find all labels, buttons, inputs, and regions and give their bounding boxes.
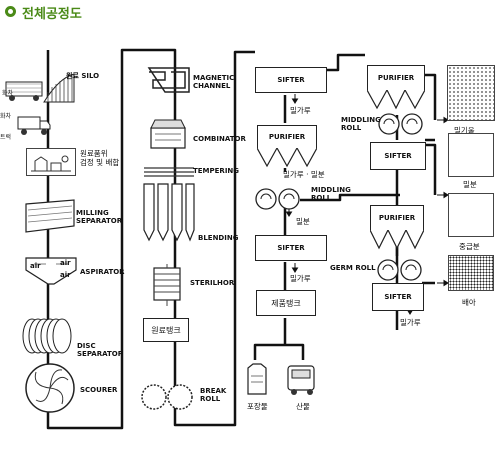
middling-roll-label-2: MIDDLING ROLL — [341, 116, 381, 132]
middling-roll-icon-1 — [255, 188, 300, 210]
disc-separator-label: DISC SEPARATOR — [77, 342, 124, 358]
tempering-icon — [144, 167, 194, 177]
break-roll-label: BREAK ROLL — [200, 387, 227, 403]
packaging-sack-icon — [247, 363, 267, 395]
page-title: 전체공정도 — [22, 7, 82, 22]
magnetic-channel-label: MAGNETIC CHANNEL — [193, 74, 235, 90]
disc-separator-icon — [22, 318, 72, 354]
sifter-box-2: SIFTER — [255, 235, 327, 261]
germ-swatch — [448, 255, 494, 291]
raw-inspection-illustration — [26, 148, 76, 176]
medium-bran-swatch — [448, 193, 494, 237]
packaging-label: 포장물 — [247, 402, 268, 411]
flour-legend-label: 밀기울 — [454, 126, 475, 135]
freight-car-label: 화차 — [2, 90, 14, 97]
aspirator-icon — [25, 257, 77, 285]
germ-legend-label: 배아 — [462, 298, 476, 307]
middling-roll-icon-2 — [378, 113, 423, 135]
wheat-flour-label-1: 밀가루 — [290, 106, 311, 115]
germ-roll-icon — [377, 259, 422, 281]
blending-label: BLENDING — [198, 234, 239, 242]
truck-label: 트럭 — [0, 134, 12, 141]
raw-silo-illustration — [5, 73, 75, 103]
flour-bran-label: 밀가루 · 밀분 — [283, 170, 325, 179]
sterilhor-label: STERILHOR — [190, 279, 235, 287]
air-label-1: air — [30, 262, 41, 270]
bulk-truck-icon — [287, 365, 315, 395]
scourer-icon — [25, 363, 75, 413]
purifier-hopper-2 — [367, 90, 425, 110]
air-label-2: air — [60, 259, 71, 267]
bran-legend-label: 밀분 — [463, 180, 477, 189]
bran-swatch — [448, 133, 494, 177]
product-tank-box: 제품탱크 — [256, 290, 316, 316]
flour-swatch — [447, 65, 495, 121]
milling-separator-label: MILLING SEPARATOR — [76, 209, 123, 225]
medium-bran-legend-label: 중급분 — [459, 242, 480, 251]
air-label-3: air — [60, 271, 71, 279]
bran-label-1: 밀분 — [296, 217, 310, 226]
title-bullet-icon — [5, 6, 16, 17]
milling-separator-icon — [25, 199, 75, 233]
combinator-label: COMBINATOR — [193, 135, 246, 143]
scourer-label: SCOURER — [80, 386, 118, 394]
purifier-hopper-1 — [257, 148, 317, 168]
germ-roll-label: GERM ROLL — [330, 264, 376, 272]
purifier-box-2: PURIFIER — [367, 65, 425, 91]
tempering-label: TEMPERING — [193, 167, 240, 175]
middling-roll-label-1: MIDDLING ROLL — [311, 186, 351, 202]
sifter-box-1: SIFTER — [255, 67, 327, 93]
wheat-flour-label-2: 밀가루 — [290, 274, 311, 283]
aspirator-label: ASPIRATOR — [80, 268, 125, 276]
wheat-flour-label-4: 밀가루 — [400, 318, 421, 327]
sifter-box-4: SIFTER — [372, 283, 424, 311]
freight-car-text: 화차 — [0, 113, 12, 120]
combinator-icon — [150, 119, 186, 149]
truck-icon — [17, 116, 51, 135]
break-roll-icon — [141, 384, 193, 410]
raw-tank-box: 원료탱크 — [143, 318, 189, 342]
purifier-box-3: PURIFIER — [370, 205, 424, 231]
blending-silos-icon — [143, 183, 195, 242]
purifier-hopper-3 — [370, 230, 424, 250]
raw-silo-label: 원료 SILO — [66, 72, 100, 80]
bulk-label: 산물 — [296, 402, 310, 411]
raw-inspection-label: 원료품위 검정 및 배합 — [80, 149, 120, 167]
sifter-box-3: SIFTER — [370, 142, 426, 170]
purifier-box-1: PURIFIER — [257, 125, 317, 149]
magnetic-channel-icon — [147, 67, 190, 93]
sterilhor-icon — [153, 264, 181, 306]
